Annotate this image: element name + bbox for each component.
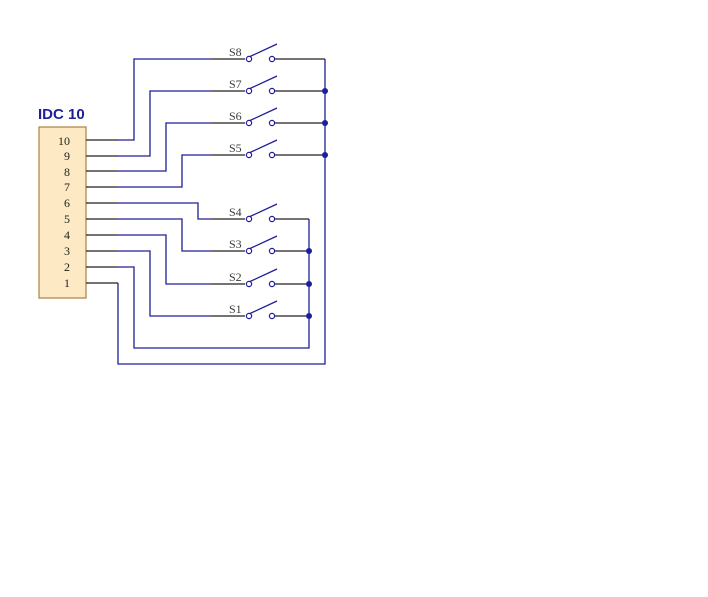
switch-s7: S7 <box>229 75 278 95</box>
pin-label-3: 3 <box>64 244 70 258</box>
switch-label-s2: S2 <box>229 270 242 284</box>
switch-s6: S6 <box>229 107 278 127</box>
switch-s8: S8 <box>229 43 278 63</box>
input-wires <box>117 58 326 365</box>
pin-label-1: 1 <box>64 276 70 290</box>
switch-label-s7: S7 <box>229 77 242 91</box>
pin-label-4: 4 <box>64 228 70 242</box>
pin-label-9: 9 <box>64 149 70 163</box>
switch-s4: S4 <box>229 203 278 223</box>
pin-label-2: 2 <box>64 260 70 274</box>
pin-label-10: 10 <box>58 134 70 148</box>
pin-label-8: 8 <box>64 165 70 179</box>
switch-s3: S3 <box>229 235 278 255</box>
switch-label-s5: S5 <box>229 141 242 155</box>
switch-s5: S5 <box>229 139 278 159</box>
switch-s1: S1 <box>229 300 278 320</box>
switch-label-s3: S3 <box>229 237 242 251</box>
switch-label-s6: S6 <box>229 109 242 123</box>
pin-leads <box>86 139 118 284</box>
switch-label-s4: S4 <box>229 205 242 219</box>
pin-label-7: 7 <box>64 180 70 194</box>
switch-s2: S2 <box>229 268 278 288</box>
idc10-connector-body <box>38 126 87 299</box>
pin-label-5: 5 <box>64 212 70 226</box>
output-wires <box>272 58 325 317</box>
pin-label-6: 6 <box>64 196 70 210</box>
switch-label-s8: S8 <box>229 45 242 59</box>
switch-label-s1: S1 <box>229 302 242 316</box>
connector-title: IDC 10 <box>38 106 85 123</box>
switch-input-leads <box>212 58 245 317</box>
junction-dots <box>306 88 328 319</box>
